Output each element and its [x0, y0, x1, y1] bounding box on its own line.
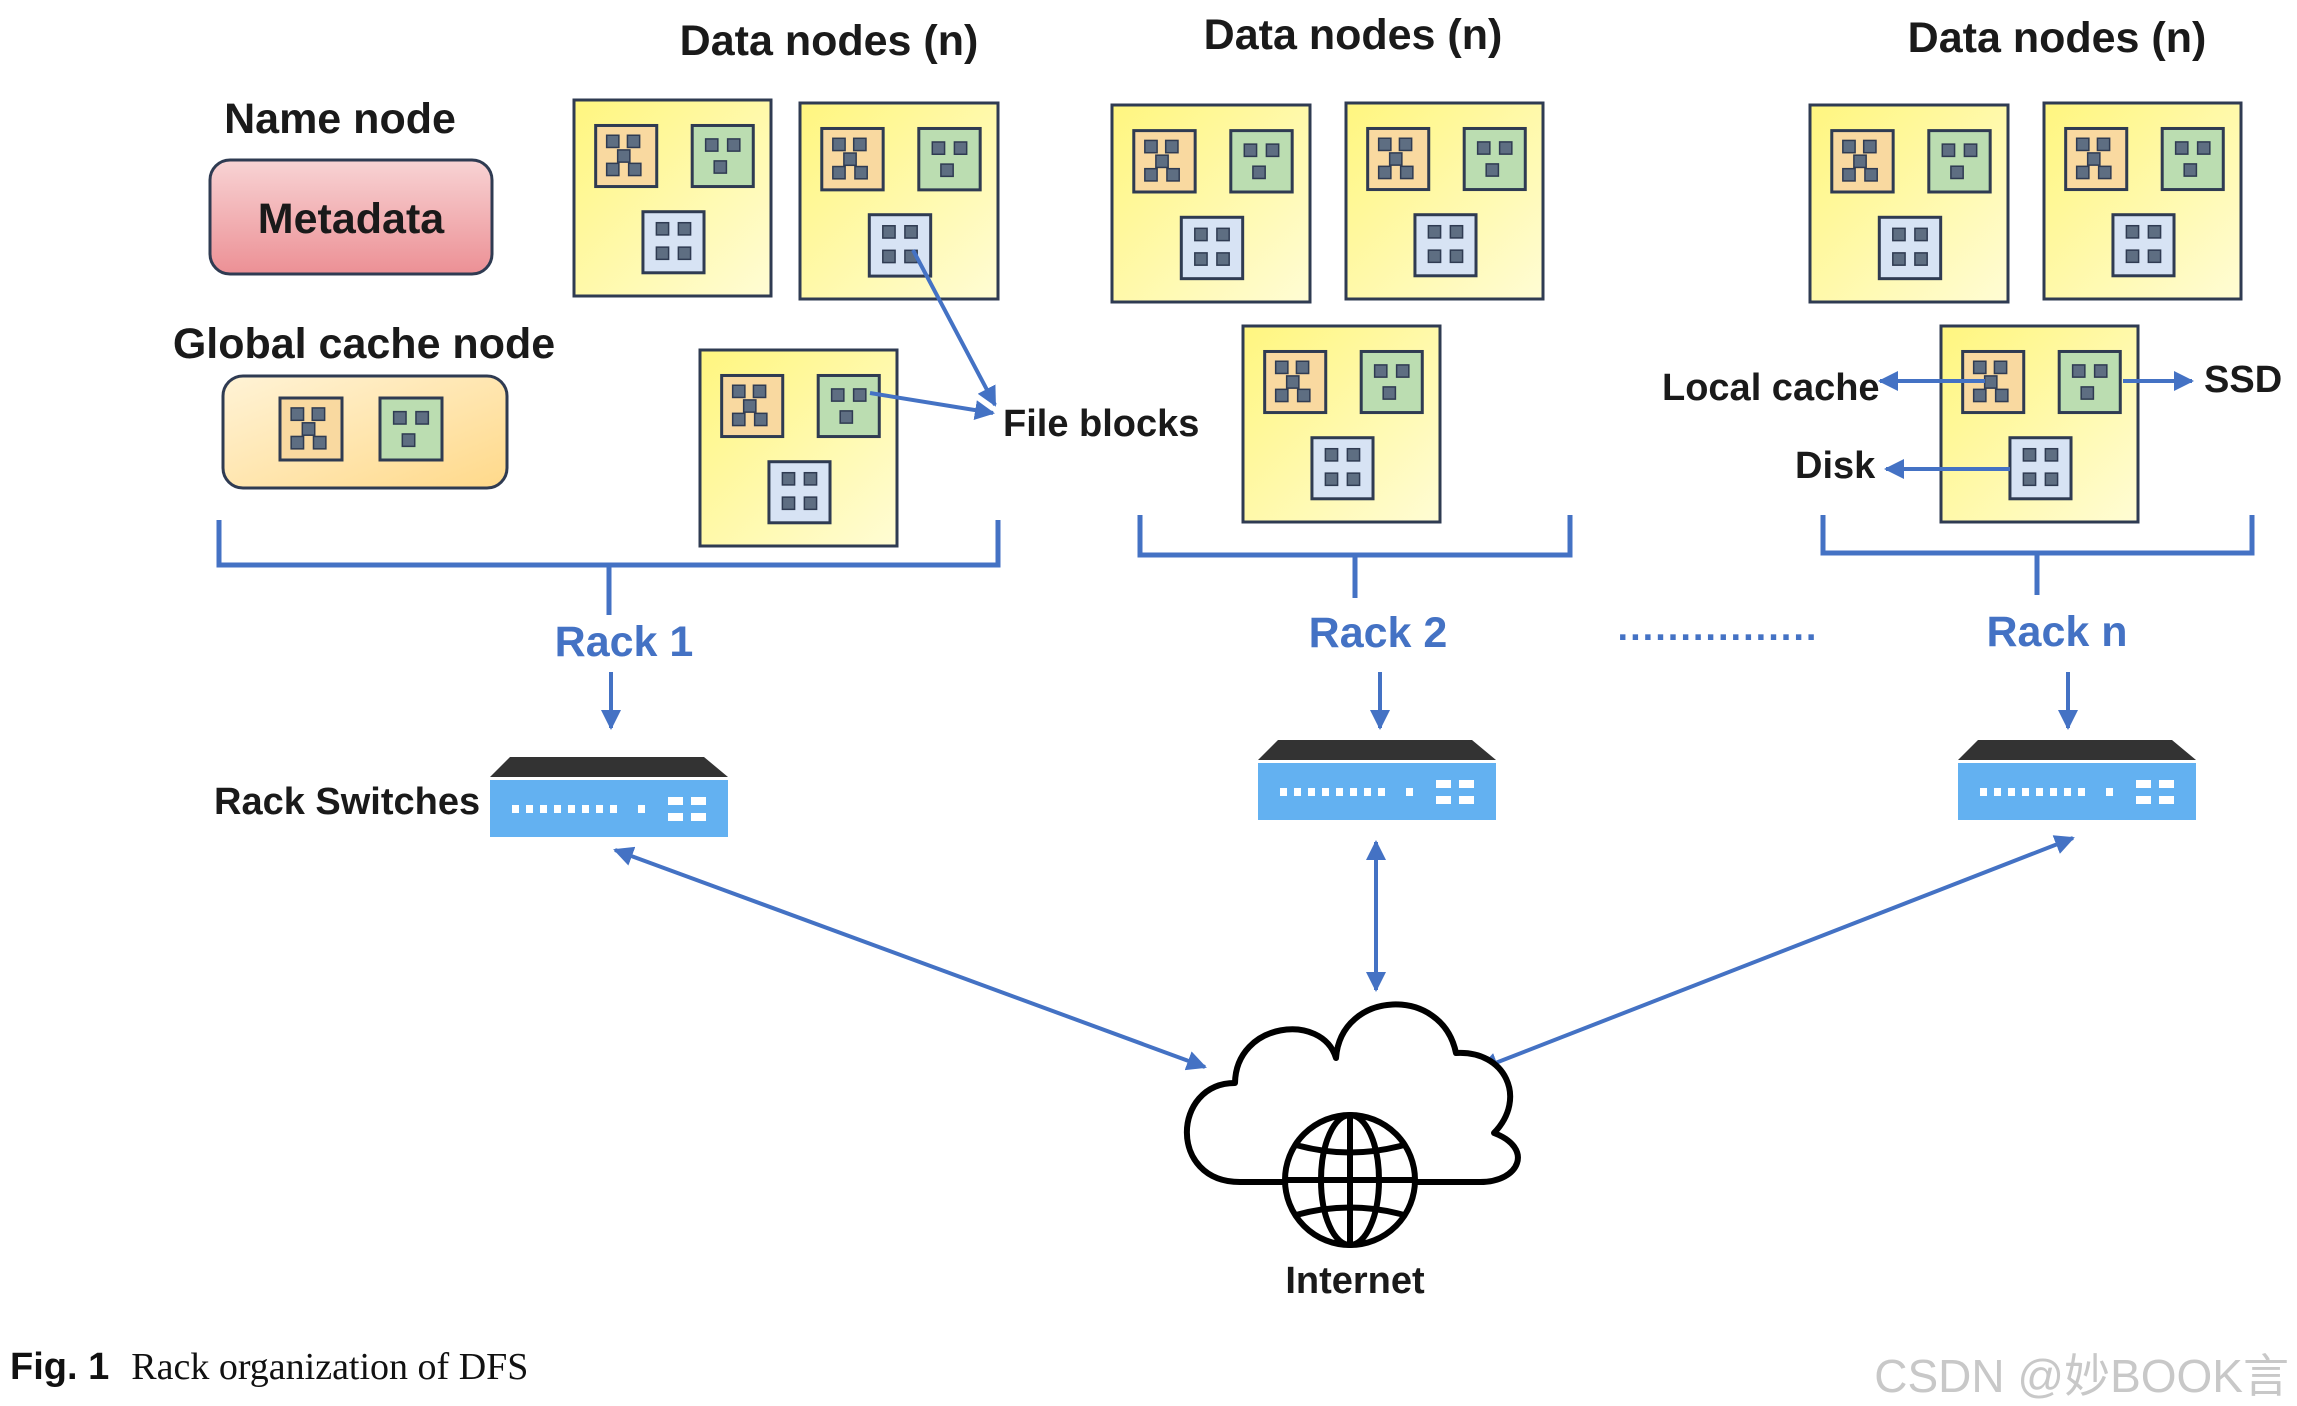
- rack1-label: Rack 1: [555, 618, 694, 666]
- figure-caption: Fig. 1 Rack organization of DFS: [10, 1345, 528, 1389]
- rack2-switch-icon: [1258, 740, 1496, 820]
- rackn-header: Data nodes (n): [1908, 14, 2207, 62]
- rack1-switch-icon: [490, 757, 728, 837]
- rackn-brace: [1820, 515, 2255, 595]
- rack1-node-1: [572, 98, 773, 298]
- block-orange: [1366, 126, 1431, 192]
- block-orange: [1830, 129, 1895, 194]
- rack1-header: Data nodes (n): [680, 17, 979, 65]
- block-orange: [1263, 349, 1328, 415]
- rackn-node-3: [1939, 324, 2140, 524]
- rack2-label: Rack 2: [1309, 609, 1448, 657]
- rack2-node-1: [1110, 103, 1312, 304]
- rack2-node-3: [1241, 324, 1442, 524]
- file-blocks-label: File blocks: [1003, 403, 1199, 445]
- rackn-switch-icon: [1958, 740, 2196, 820]
- rack1-brace: [216, 520, 1001, 615]
- block-green: [2057, 349, 2122, 415]
- rack2-node-2: [1344, 101, 1545, 301]
- figure-caption-text: Rack organization of DFS: [131, 1346, 529, 1388]
- rack2-brace: [1137, 515, 1573, 598]
- block-orange: [820, 126, 885, 192]
- rackn-node-1: [1808, 103, 2010, 304]
- block-green: [690, 123, 755, 189]
- rack-ellipsis: ................: [1618, 607, 1819, 649]
- block-green: [917, 126, 982, 192]
- block-green: [1462, 126, 1527, 192]
- file-blocks-arrow-lower: [869, 391, 995, 420]
- block-green: [816, 373, 881, 439]
- rack-switches: [490, 740, 2196, 837]
- rack1-internet-link: [613, 846, 1207, 1071]
- global-cache-box: [221, 374, 509, 490]
- global-cache-blocks: [278, 396, 444, 462]
- rack-switches-label: Rack Switches: [214, 781, 480, 823]
- name-node-title: Name node: [224, 95, 456, 143]
- block-green: [1229, 129, 1294, 194]
- disk-label: Disk: [1795, 445, 1876, 487]
- local-cache-label: Local cache: [1662, 367, 1880, 409]
- block-blue: [2111, 213, 2176, 278]
- rack1-node-3: [698, 348, 899, 548]
- rack2-header: Data nodes (n): [1204, 11, 1503, 59]
- rackn-label: Rack n: [1986, 608, 2127, 656]
- block-blue: [1179, 215, 1245, 281]
- global-cache-block-orange: [278, 396, 344, 462]
- rack1-node-2: [798, 101, 1000, 301]
- global-cache-title: Global cache node: [173, 320, 555, 368]
- block-orange: [2064, 126, 2129, 192]
- block-green: [1359, 349, 1424, 415]
- block-green: [2160, 126, 2225, 192]
- block-orange: [720, 373, 785, 439]
- globe-icon: [1282, 1112, 1418, 1248]
- block-blue: [1877, 215, 1943, 281]
- block-orange: [594, 123, 659, 189]
- metadata-label: Metadata: [258, 195, 445, 243]
- rackn-internet-link: [1478, 835, 2075, 1072]
- watermark: CSDN @妙BOOK言: [1874, 1350, 2289, 1402]
- figure-number: Fig. 1: [10, 1346, 110, 1388]
- rackn-node-2: [2042, 101, 2243, 301]
- block-blue: [767, 460, 832, 525]
- block-blue: [1310, 436, 1375, 501]
- data-nodes: [572, 98, 2243, 548]
- file-blocks-arrow-upper: [911, 249, 997, 407]
- block-blue: [867, 213, 933, 278]
- ssd-label: SSD: [2204, 359, 2282, 401]
- cloud-icon: [1183, 1001, 1521, 1185]
- block-blue: [2008, 436, 2073, 501]
- internet-label: Internet: [1285, 1260, 1425, 1302]
- block-blue: [1413, 213, 1478, 278]
- global-cache-block-green: [378, 396, 444, 462]
- block-blue: [641, 210, 706, 275]
- metadata-box: [208, 158, 494, 276]
- block-orange: [1132, 129, 1197, 194]
- block-green: [1927, 129, 1992, 194]
